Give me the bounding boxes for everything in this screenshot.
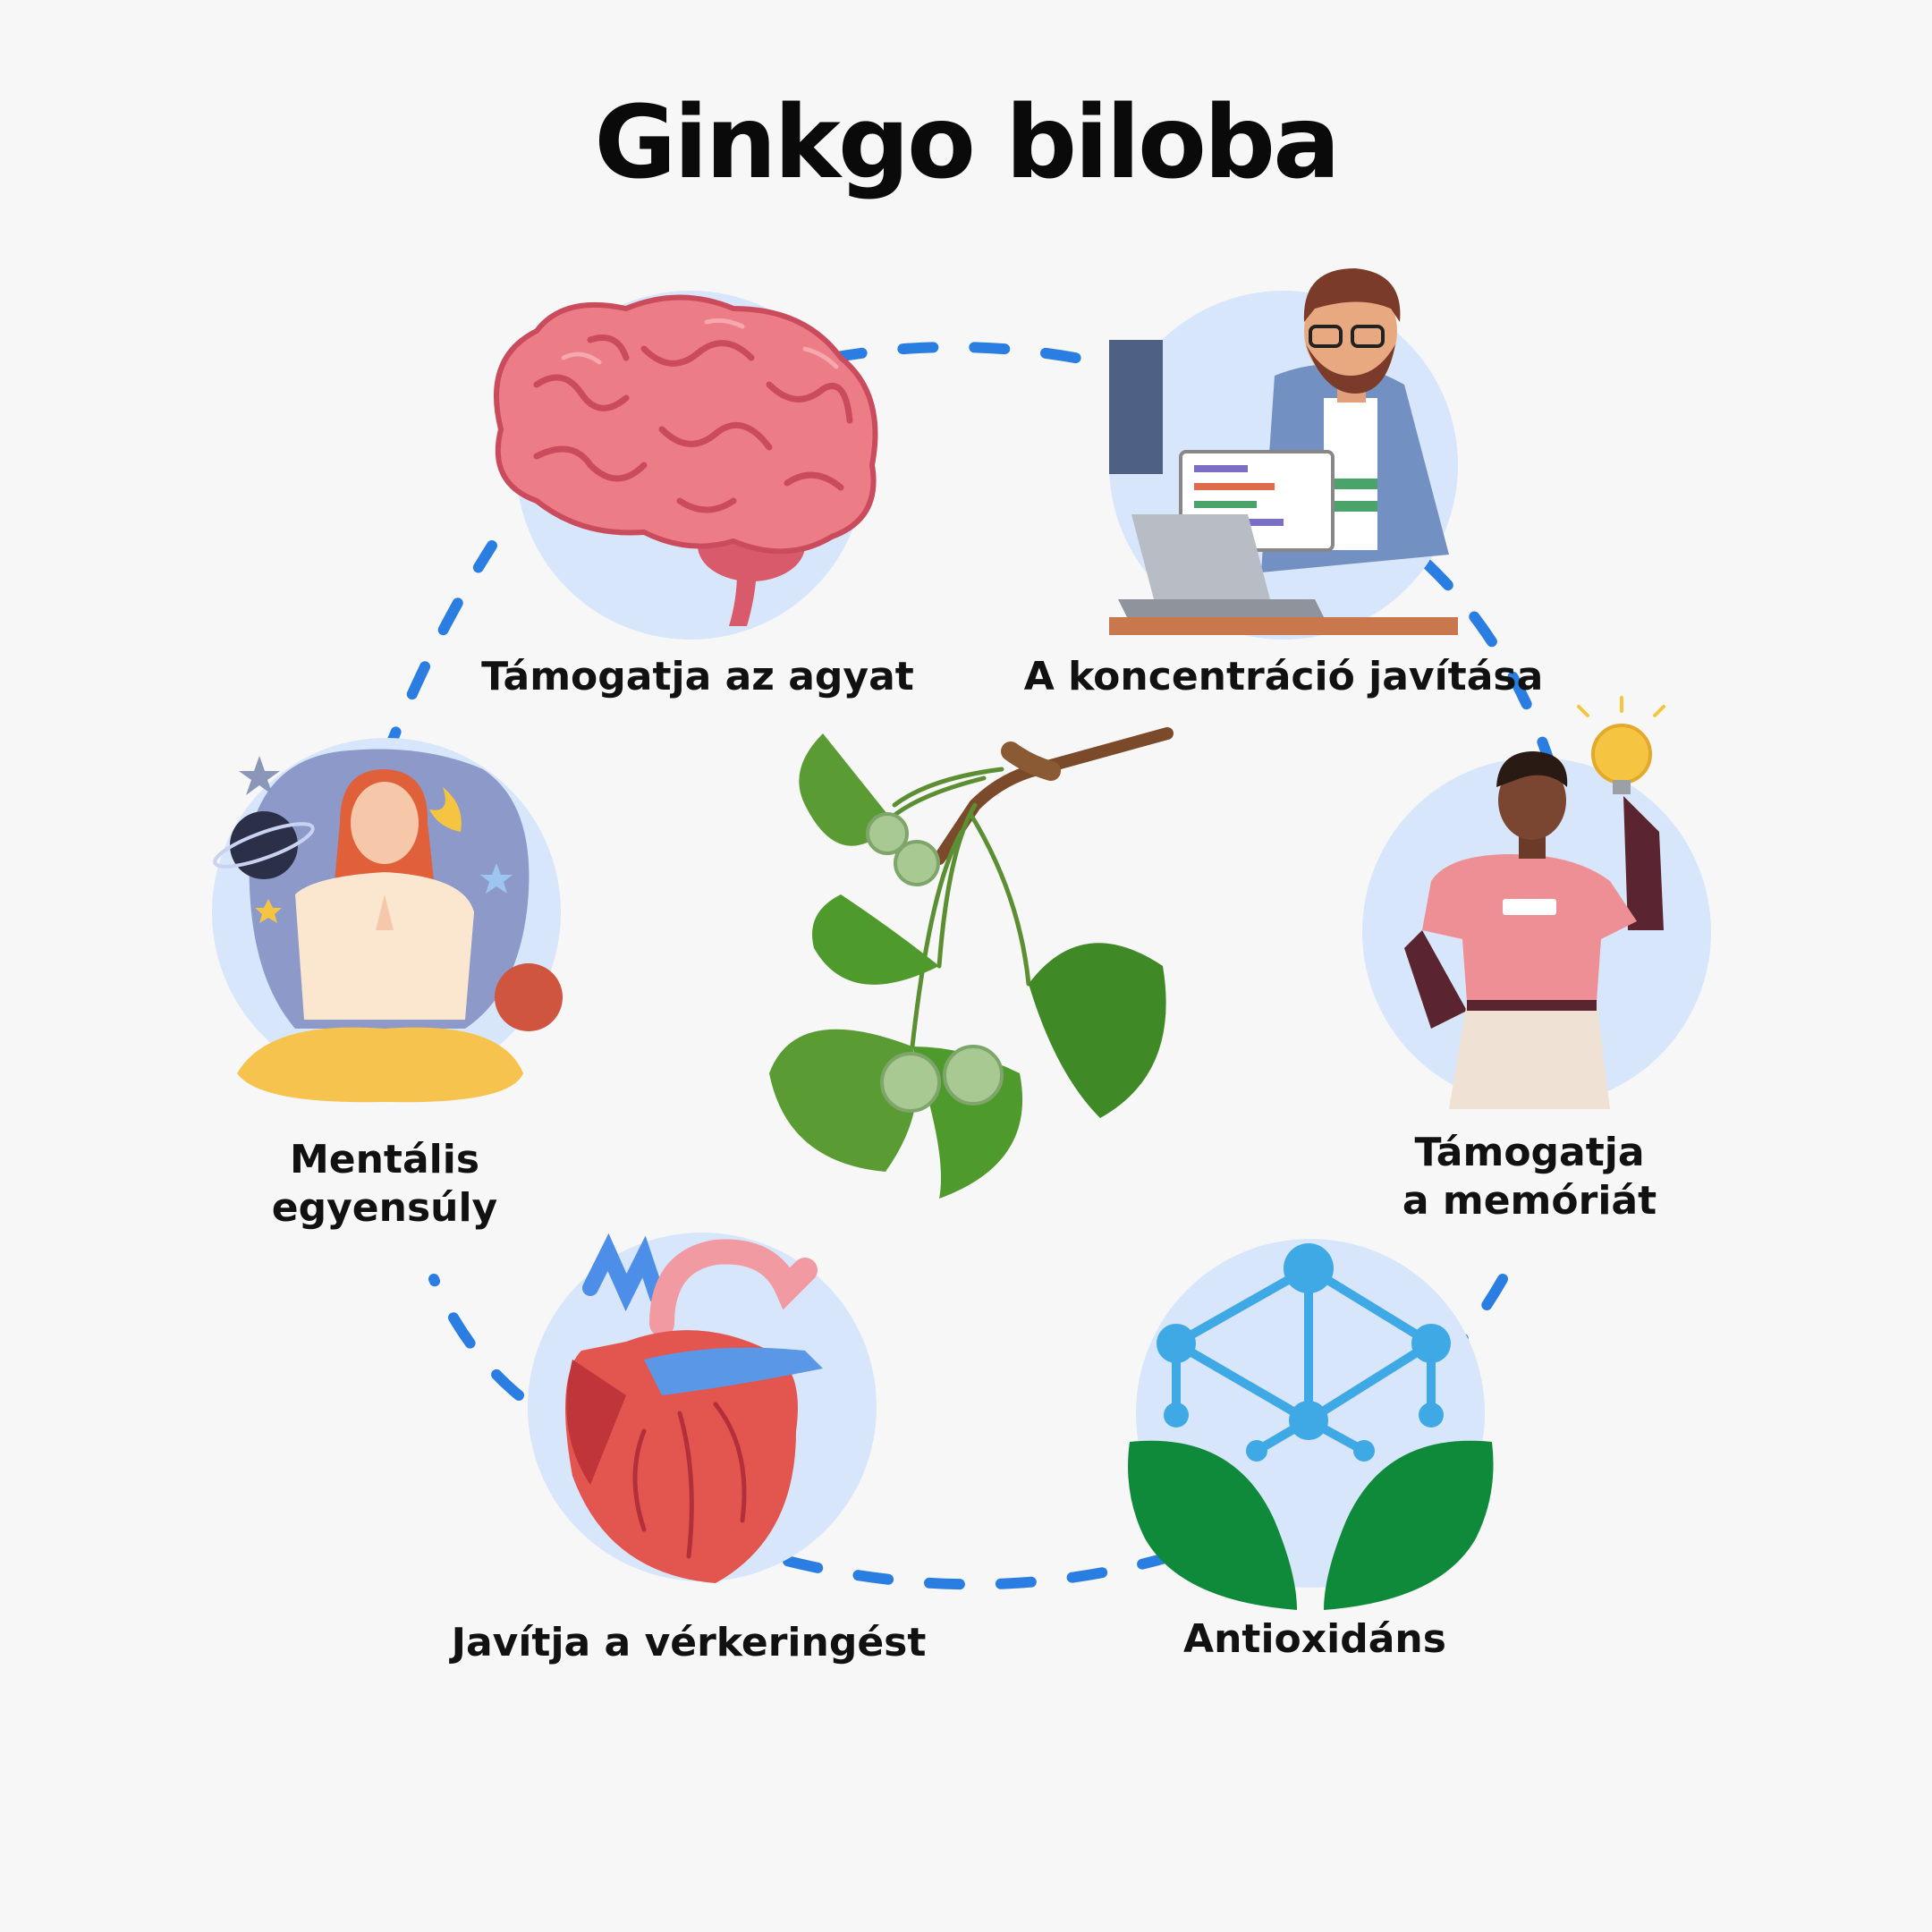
molecule-leaves-icon <box>1128 1243 1494 1610</box>
antioxidant-benefit <box>1128 1239 1494 1610</box>
mental-label-line-1: Mentális <box>289 1137 480 1182</box>
brain-benefit <box>494 291 878 640</box>
memory-benefit <box>1362 696 1711 1109</box>
ginkgo-branch-icon <box>769 727 1174 1199</box>
mental-label-line-2: egyensúly <box>271 1185 498 1231</box>
man-at-laptop-icon <box>1109 268 1458 635</box>
page-title: Ginkgo biloba <box>594 85 1340 201</box>
meditating-woman-icon <box>213 749 563 1103</box>
memory-label-line-2: a memóriát <box>1402 1178 1657 1224</box>
mental-benefit <box>212 738 563 1103</box>
heart-icon <box>565 1233 823 1583</box>
memory-label-line-1: Támogatja <box>1414 1130 1645 1175</box>
circulation-label: Javítja a vérkeringést <box>451 1620 927 1665</box>
focus-label: A koncentráció javítása <box>1023 654 1544 699</box>
brain-label: Támogatja az agyat <box>481 654 914 699</box>
mental-label: Mentális egyensúly <box>179 1136 590 1233</box>
circulation-benefit <box>528 1233 877 1583</box>
memory-label: Támogatja a memóriát <box>1324 1129 1735 1225</box>
antioxidant-label: Antioxidáns <box>1183 1616 1446 1662</box>
man-with-lightbulb-icon <box>1404 696 1665 1109</box>
focus-benefit <box>1109 268 1458 640</box>
brain-icon <box>494 294 878 626</box>
